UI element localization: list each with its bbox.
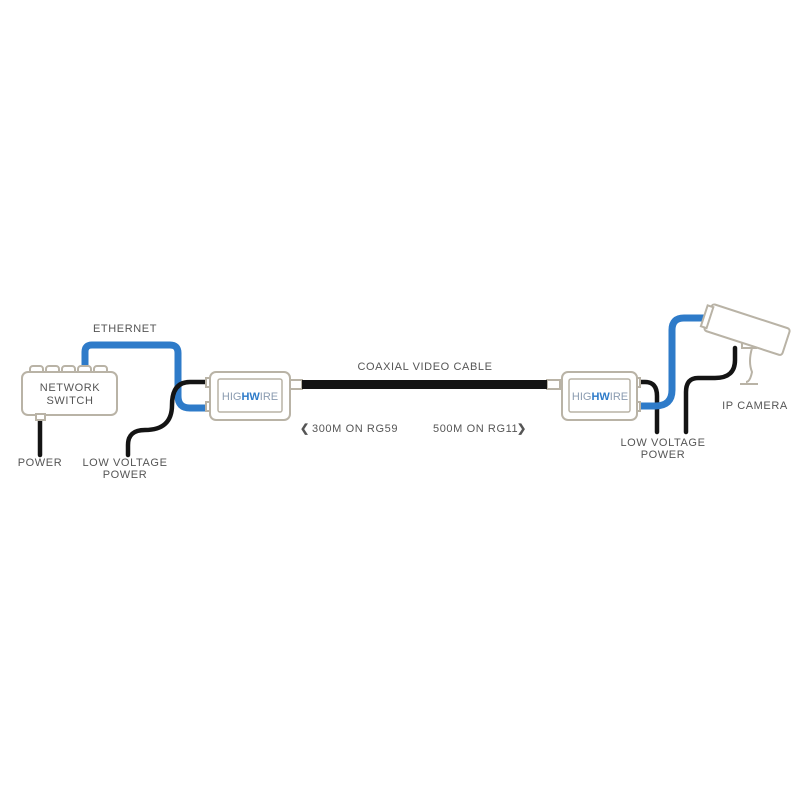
low-voltage-cable-right-2 <box>683 345 738 435</box>
highwire-device-right: HIGHWIRE <box>561 371 641 421</box>
ethernet-label: ETHERNET <box>93 323 157 335</box>
coax-connector-left <box>289 379 303 390</box>
low-voltage-power-left-label-2: POWER <box>103 469 148 481</box>
network-switch-label-2: SWITCH <box>47 395 94 407</box>
highwire-logo: HIGHWIRE <box>572 391 628 403</box>
low-voltage-power-left-label-1: LOW VOLTAGE <box>82 457 167 469</box>
chevron-right-icon: ❯ <box>517 423 527 435</box>
ip-camera-label: IP CAMERA <box>722 400 788 412</box>
coaxial-cable-label: COAXIAL VIDEO CABLE <box>357 361 492 373</box>
highwire-device-left: HIGHWIRE <box>205 371 291 421</box>
distance-rg59-label: 300M ON RG59 <box>312 423 398 435</box>
network-switch: NETWORK SWITCH <box>21 365 118 421</box>
ethernet-cable-right <box>633 314 714 410</box>
distance-rg11-label: 500M ON RG11 <box>433 423 518 435</box>
power-label: POWER <box>18 457 63 469</box>
coaxial-cable <box>302 380 547 389</box>
chevron-left-icon: ❮ <box>300 423 310 435</box>
low-voltage-power-right-label-2: POWER <box>641 449 686 461</box>
ip-camera <box>699 303 791 385</box>
low-voltage-cable-right-1 <box>634 379 660 435</box>
coax-connector-right <box>546 379 561 390</box>
low-voltage-power-right-label-1: LOW VOLTAGE <box>620 437 705 449</box>
highwire-logo: HIGHWIRE <box>222 391 278 403</box>
ethernet-cable-left <box>81 341 215 412</box>
low-voltage-cable-left <box>125 379 214 458</box>
network-switch-label-1: NETWORK <box>40 382 100 394</box>
